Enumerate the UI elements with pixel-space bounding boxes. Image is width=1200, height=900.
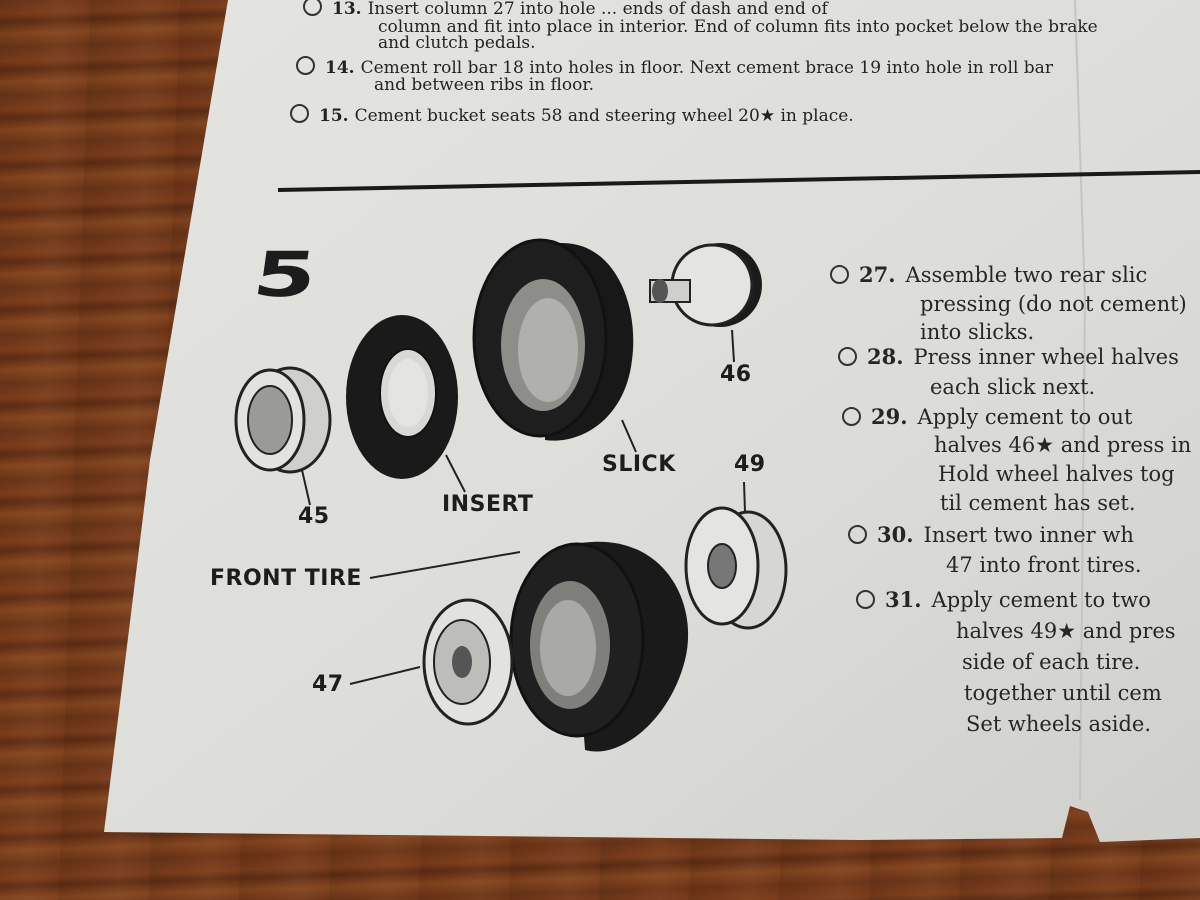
part-45-wheel-half <box>234 366 332 474</box>
insert-ring <box>346 315 458 479</box>
step-29-line-4: til cement has set. <box>940 491 1136 515</box>
step-14: 14.Cement roll bar 18 into holes in floo… <box>296 56 1053 79</box>
checkbox-circle-icon[interactable] <box>290 104 309 123</box>
front-tire <box>509 541 689 752</box>
step-29-line-2: halves 46★ and press in <box>934 433 1192 457</box>
section-divider <box>277 170 1200 192</box>
part-49-wheel-half <box>684 506 788 630</box>
step-28-line-2: each slick next. <box>930 375 1096 399</box>
label-front-tire: FRONT TIRE <box>210 566 362 591</box>
step-31-line-2: halves 49★ and pres <box>956 619 1176 643</box>
slick-tire <box>472 238 634 441</box>
step-27-line-2: pressing (do not cement) <box>920 292 1187 316</box>
step-31-line-4: together until cem <box>964 681 1162 705</box>
label-part-45: 45 <box>298 504 330 529</box>
checkbox-circle-icon[interactable] <box>303 0 322 16</box>
label-part-46: 46 <box>720 362 752 387</box>
step-31-line-3: side of each tire. <box>962 650 1141 674</box>
step-15: 15.Cement bucket seats 58 and steering w… <box>290 104 854 127</box>
checkbox-circle-icon[interactable] <box>848 525 867 544</box>
checkbox-circle-icon[interactable] <box>842 407 861 426</box>
step-31-line-5: Set wheels aside. <box>966 712 1152 736</box>
step-14-line-2: and between ribs in floor. <box>374 75 595 95</box>
step-30-line-2: 47 into front tires. <box>946 553 1142 577</box>
label-insert: INSERT <box>442 492 534 517</box>
step-13-line-2: column and fit into place in interior. E… <box>378 17 1098 37</box>
checkbox-circle-icon[interactable] <box>830 265 849 284</box>
label-slick: SLICK <box>602 452 676 477</box>
part-47-wheel-half <box>422 598 514 726</box>
step-13: 13.Insert column 27 into hole ... ends o… <box>303 0 828 20</box>
step-27: 27.Assemble two rear slic <box>830 260 1147 290</box>
step-30: 30.Insert two inner wh <box>848 520 1134 550</box>
step-13-line-3: and clutch pedals. <box>378 33 536 53</box>
step-28: 28.Press inner wheel halves <box>838 342 1179 372</box>
step-29-line-3: Hold wheel halves tog <box>938 462 1175 486</box>
checkbox-circle-icon[interactable] <box>856 590 875 609</box>
part-46-wheel-half <box>649 243 762 327</box>
checkbox-circle-icon[interactable] <box>296 56 315 75</box>
checkbox-circle-icon[interactable] <box>838 347 857 366</box>
step-31: 31.Apply cement to two <box>856 585 1151 615</box>
step-29: 29.Apply cement to out <box>842 402 1132 432</box>
step-27-line-3: into slicks. <box>920 320 1035 344</box>
label-part-47: 47 <box>312 672 344 697</box>
label-part-49: 49 <box>734 452 766 477</box>
